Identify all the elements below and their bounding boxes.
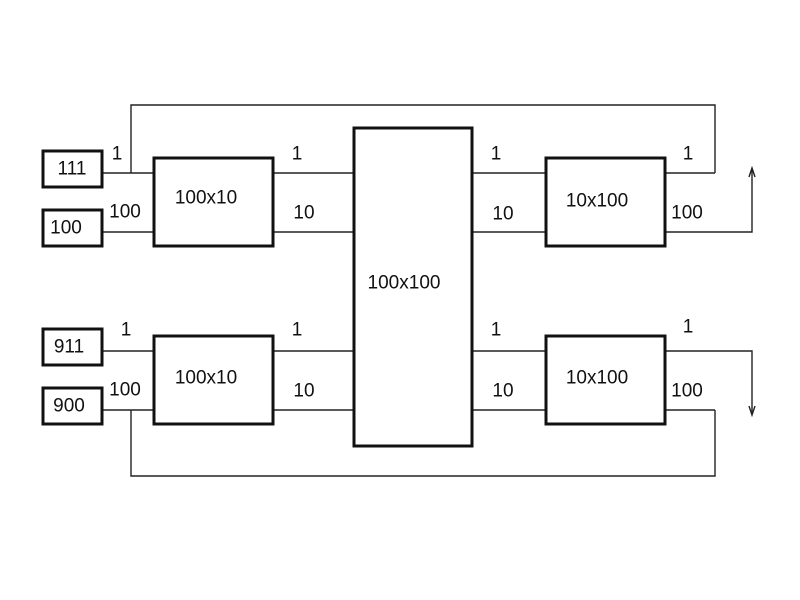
center-block-label: 100x100 xyxy=(368,273,441,294)
wire-label: 1 xyxy=(683,317,694,338)
wire-label: 10 xyxy=(293,381,314,402)
wire-label: 1 xyxy=(683,144,694,165)
wire-label: 1 xyxy=(112,144,123,165)
encoder-block-bottom xyxy=(152,334,275,426)
input-label-900: 900 xyxy=(53,396,85,417)
wire-label: 100 xyxy=(109,202,141,223)
bottom-feedback-wire xyxy=(130,410,716,477)
wire-label: 10 xyxy=(293,203,314,224)
wire-label: 100 xyxy=(671,203,703,224)
wire-label: 1 xyxy=(491,320,502,341)
wire-label: 10 xyxy=(492,204,513,225)
input-label-911: 911 xyxy=(54,337,84,358)
encoder-block-bottom-label: 100x10 xyxy=(175,368,237,389)
center-block xyxy=(352,126,474,448)
wire-label: 100 xyxy=(671,381,703,402)
wire-bottom-decoder-out-1 xyxy=(665,350,753,413)
input-box-911 xyxy=(41,327,104,367)
wire-label: 10 xyxy=(492,381,513,402)
wire-label: 100 xyxy=(109,380,141,401)
decoder-block-bottom-label: 10x100 xyxy=(566,368,628,389)
wire-label: 1 xyxy=(121,320,132,341)
wire-label: 1 xyxy=(292,144,303,165)
input-box-900 xyxy=(41,386,104,426)
down-arrowhead-icon xyxy=(748,405,756,418)
encoder-block-top-label: 100x10 xyxy=(175,188,237,209)
up-arrowhead-icon xyxy=(748,165,756,178)
input-box-111 xyxy=(41,149,104,189)
wire-label: 1 xyxy=(491,144,502,165)
input-label-100: 100 xyxy=(50,218,82,239)
wire-label: 1 xyxy=(292,320,303,341)
wire-top-decoder-out-100 xyxy=(665,170,753,233)
decoder-block-bottom xyxy=(544,334,667,426)
encoder-block-top xyxy=(152,156,275,248)
input-box-100 xyxy=(41,208,104,248)
decoder-block-top xyxy=(544,156,667,248)
top-feedback-wire xyxy=(130,104,716,173)
input-label-111: 111 xyxy=(58,159,87,180)
decoder-block-top-label: 10x100 xyxy=(566,191,628,212)
